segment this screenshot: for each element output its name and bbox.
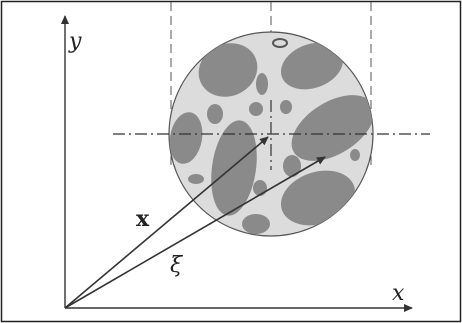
inclusion: [211, 120, 257, 216]
position-vector-arrow: [64, 136, 269, 309]
inclusion: [249, 102, 263, 116]
local-vector-label: ξ: [170, 253, 184, 278]
inclusion: [280, 100, 292, 114]
inclusion: [281, 42, 343, 90]
inclusions: [169, 38, 373, 234]
y-axis-label: y: [68, 29, 82, 54]
inclusion: [188, 174, 204, 184]
position-vector-label: x: [136, 206, 150, 232]
inclusion: [272, 38, 288, 48]
inclusion: [169, 112, 203, 164]
inclusion: [256, 73, 268, 95]
inclusion: [207, 104, 223, 124]
inclusion: [291, 95, 373, 161]
inclusion: [283, 155, 301, 177]
inclusion: [280, 170, 356, 226]
local-vector-arrow: [64, 156, 326, 309]
inclusion: [198, 43, 258, 97]
inclusion: [253, 180, 267, 196]
inclusion: [350, 149, 360, 161]
x-axis-label: x: [392, 281, 405, 306]
inclusion: [242, 214, 270, 234]
